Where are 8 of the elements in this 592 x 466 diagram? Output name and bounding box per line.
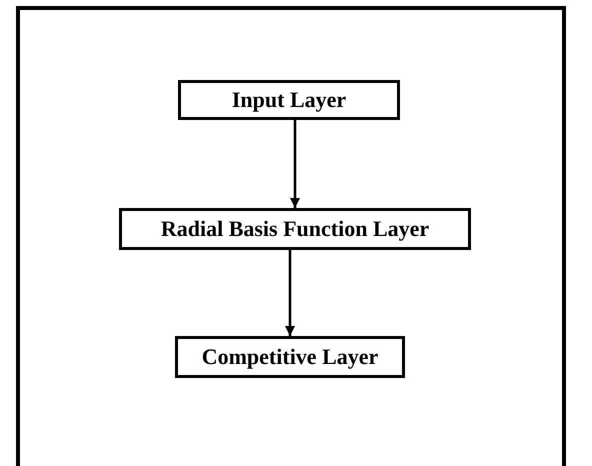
layer-label: Competitive Layer [202,344,378,370]
layer-box [119,208,471,250]
arrow [290,120,300,208]
layer-label: Radial Basis Function Layer [160,216,430,242]
layer-label: Input Layer [232,87,346,113]
arrow [285,250,295,336]
layer-box [175,336,405,378]
layer-box [178,80,400,120]
